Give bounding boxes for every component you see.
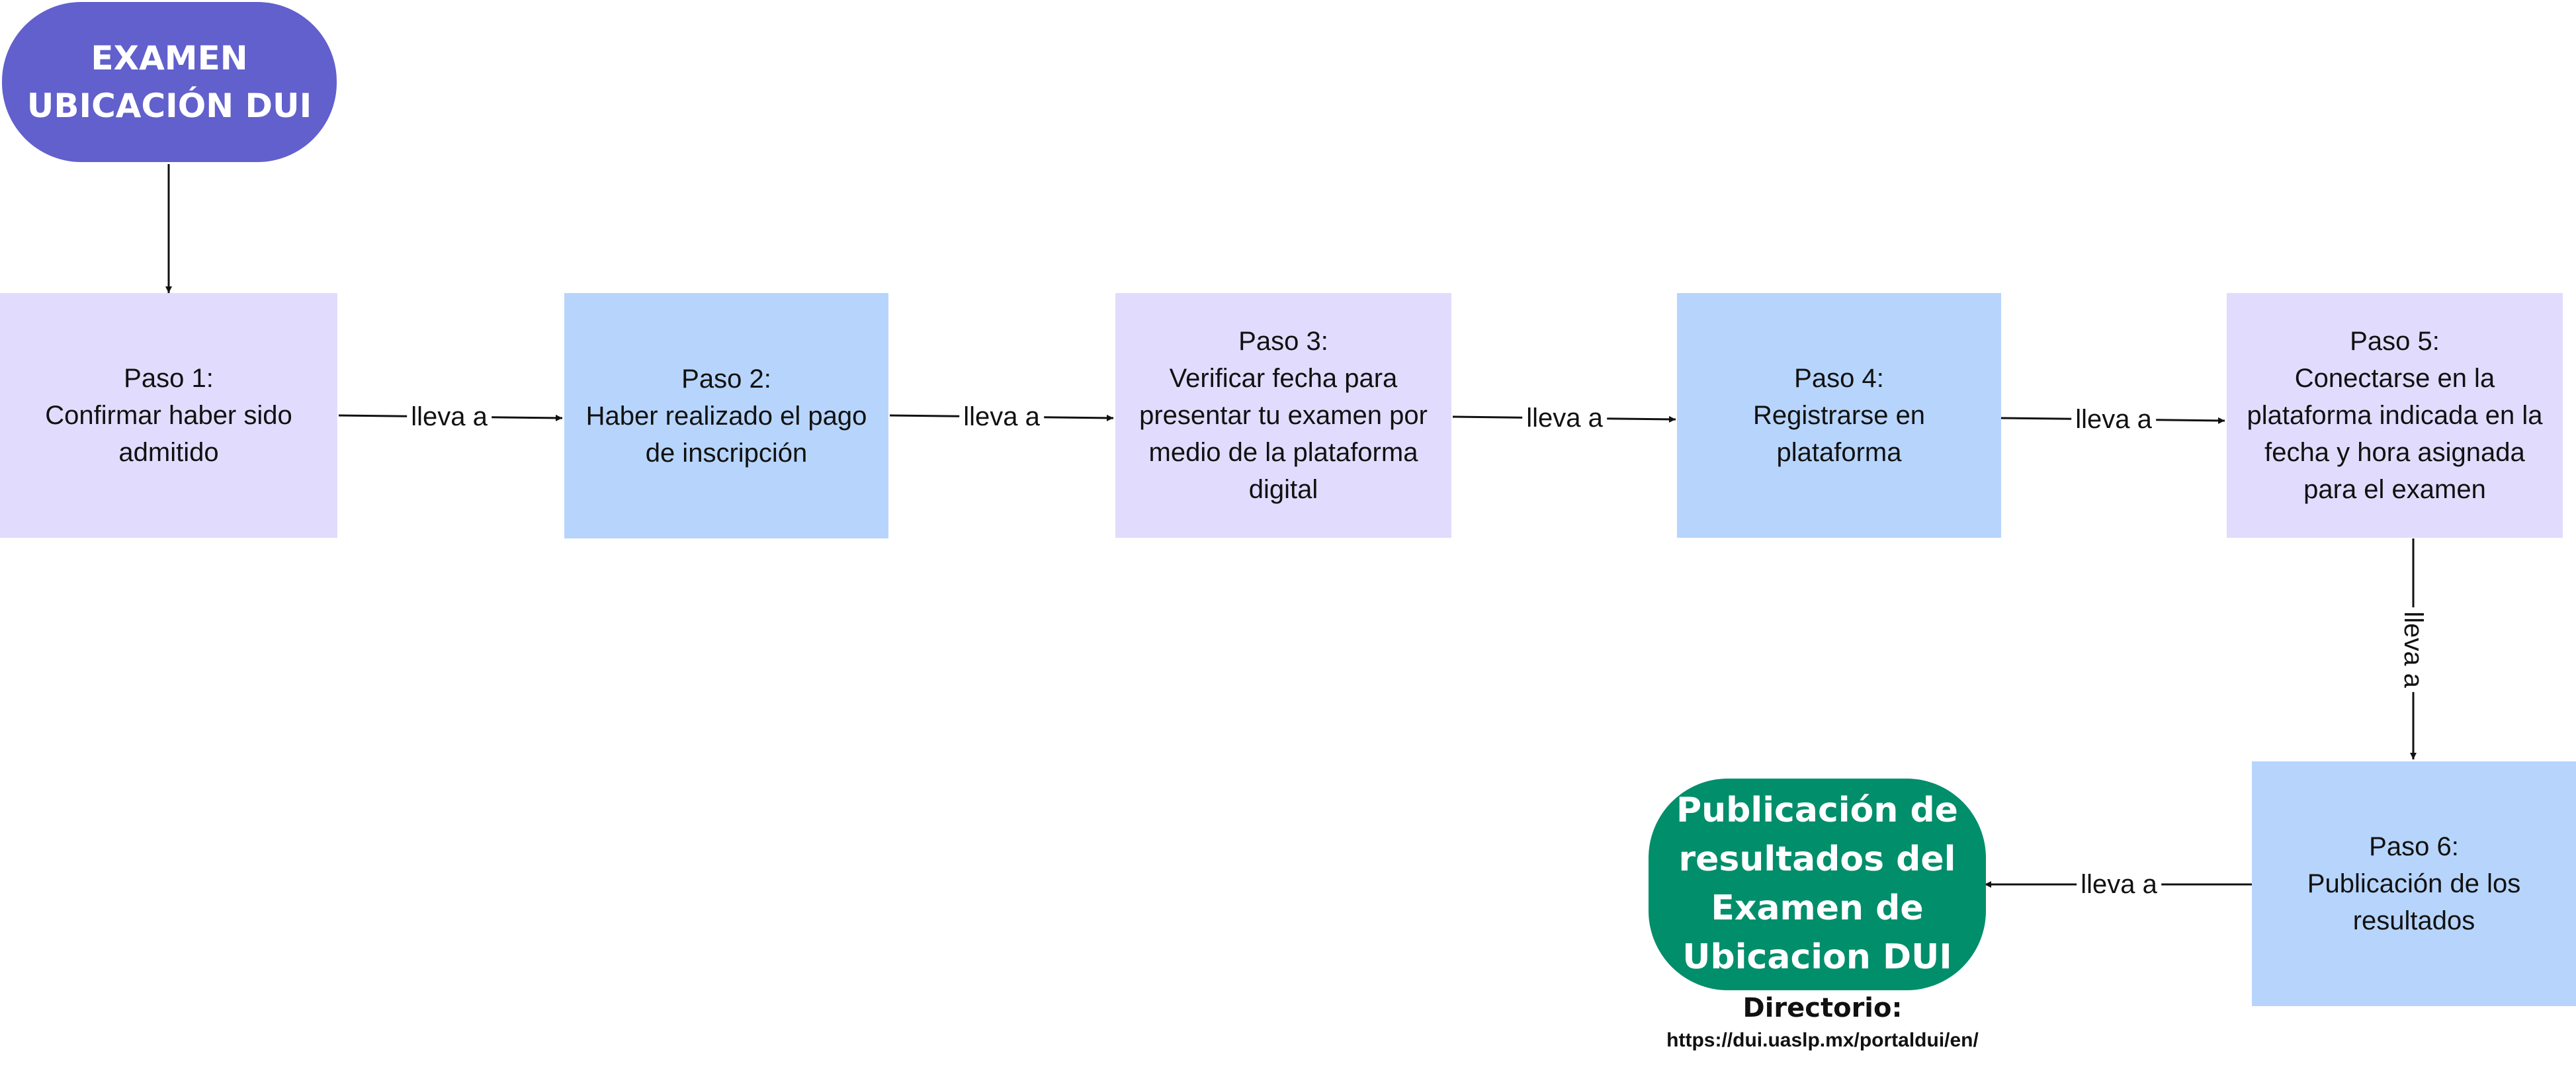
step-6-box: Paso 6: Publicación de los resultados <box>2252 761 2576 1006</box>
step-4-box: Paso 4: Registrarse en plataforma <box>1677 293 2001 538</box>
edge-label: lleva a <box>2071 404 2156 435</box>
step-5-line: para el examen <box>2303 475 2486 504</box>
step-5-line: Paso 5: <box>2350 327 2440 356</box>
end-line: Publicación de <box>1676 790 1958 831</box>
step-1-line: Paso 1: <box>124 364 214 393</box>
step-3-line: Paso 3: <box>1238 327 1328 356</box>
step-6-line: Paso 6: <box>2369 832 2459 861</box>
edge-label: lleva a <box>2397 607 2429 692</box>
step-3-line: Verificar fecha para <box>1169 364 1398 393</box>
step-1-box: Paso 1: Confirmar haber sido admitido <box>0 293 337 538</box>
step-5-box: Paso 5: Conectarse en la plataforma indi… <box>2227 293 2563 538</box>
step-5-line: plataforma indicada en la <box>2247 401 2543 430</box>
start-line: UBICACIÓN DUI <box>26 87 312 125</box>
edge-label: lleva a <box>959 401 1044 433</box>
step-4-line: plataforma <box>1776 438 1902 467</box>
step-6-line: resultados <box>2352 906 2475 935</box>
step-2-line: de inscripción <box>645 438 808 468</box>
end-line: resultados del <box>1678 839 1956 880</box>
step-3-line: digital <box>1248 475 1318 504</box>
step-2-box: Paso 2: Haber realizado el pago de inscr… <box>564 293 888 538</box>
edge-label: lleva a <box>1522 402 1607 434</box>
start-node: EXAMEN UBICACIÓN DUI <box>2 2 337 162</box>
start-line: EXAMEN <box>91 38 248 77</box>
step-5-line: Conectarse en la <box>2294 364 2495 393</box>
step-3-box: Paso 3: Verificar fecha para presentar t… <box>1115 293 1451 538</box>
directory-url[interactable]: https://dui.uaslp.mx/portaldui/en/ <box>1666 1029 1979 1051</box>
step-3-line: presentar tu examen por <box>1139 401 1428 430</box>
edge-label: lleva a <box>407 401 492 433</box>
end-node: Publicación de resultados del Examen de … <box>1649 779 1986 990</box>
step-1-line: Confirmar haber sido <box>45 401 292 430</box>
directory-title: Directorio: <box>1742 993 1903 1023</box>
step-1-line: admitido <box>118 438 219 467</box>
step-4-line: Registrarse en <box>1752 401 1926 430</box>
step-2-line: Paso 2: <box>681 364 771 394</box>
edge-label: lleva a <box>2077 869 2161 900</box>
end-line: Examen de <box>1711 888 1924 928</box>
step-2-line: Haber realizado el pago <box>585 401 867 431</box>
step-6-line: Publicación de los <box>2307 869 2521 898</box>
step-4-line: Paso 4: <box>1794 364 1884 393</box>
end-line: Ubicacion DUI <box>1682 937 1952 977</box>
step-3-line: medio de la plataforma <box>1148 438 1418 467</box>
step-5-line: fecha y hora asignada <box>2264 438 2525 467</box>
